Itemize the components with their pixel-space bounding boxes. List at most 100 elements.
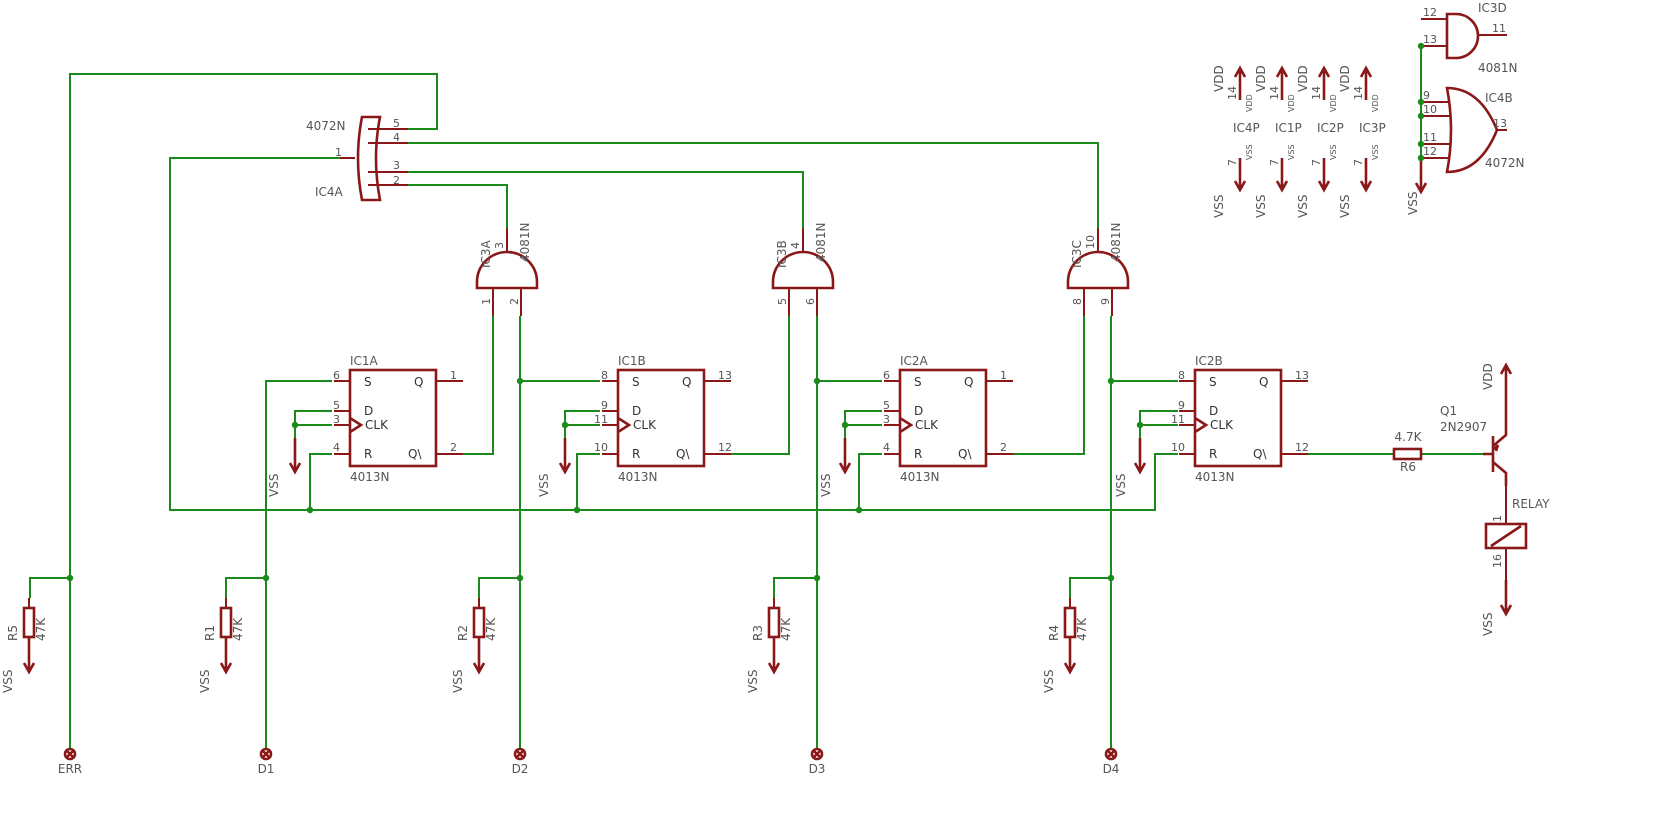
resistor-body	[219, 606, 233, 639]
part-name: IC4B	[1485, 91, 1513, 105]
and-gate-body	[771, 250, 835, 290]
pin-number: 7	[1226, 159, 1239, 166]
vss-arrow-icon	[1317, 158, 1331, 193]
vss-arrow-icon	[1275, 158, 1289, 193]
and-gate-leads	[1083, 228, 1113, 316]
part-name: Q1	[1440, 404, 1457, 418]
vss-arrow-icon	[1063, 637, 1077, 675]
and-gate-body	[1066, 250, 1130, 290]
vss-label: VSS	[1296, 195, 1310, 218]
vss-arrow-icon	[472, 637, 486, 675]
part-name: IC1B	[618, 354, 646, 368]
reset-taps	[309, 453, 882, 510]
resistor-body	[472, 606, 486, 639]
clock-marker	[617, 416, 632, 434]
pin-number: 6	[883, 369, 890, 382]
and-ic3c-out	[408, 142, 1099, 228]
pin-number: 12	[1423, 6, 1437, 19]
pin-number: 2	[508, 298, 521, 305]
and-gate-leads	[492, 228, 522, 316]
wires	[29, 46, 1483, 748]
transistor-arrow-icon	[1493, 444, 1500, 452]
r4-net	[1069, 577, 1111, 598]
pin-number: 1	[1491, 515, 1504, 522]
pin-number: 7	[1310, 159, 1323, 166]
pin-number: 4	[333, 441, 340, 454]
junction-dot	[1107, 377, 1115, 385]
vss-label: VSS	[267, 474, 281, 497]
vdd-arrow-icon	[1499, 362, 1513, 422]
pin-label: CLK	[365, 418, 389, 432]
part-name: IC3C	[1070, 240, 1084, 268]
d-clk-tie	[1139, 410, 1178, 438]
pin-label: CLK	[915, 418, 939, 432]
junction-dot	[855, 506, 863, 514]
pin-label: Q\	[676, 447, 690, 461]
d-clk-tie	[294, 410, 332, 438]
pin-label: VSS	[1245, 144, 1254, 160]
part-name: IC3P	[1359, 121, 1386, 135]
d-clk-tie	[844, 410, 882, 438]
part-value: 47K	[484, 617, 498, 641]
vdd-arrow-icon	[1359, 65, 1373, 100]
pin-number: 2	[393, 174, 400, 187]
pin-label: Q	[682, 375, 691, 389]
pin-number: 4	[393, 131, 400, 144]
flip-flop-leads	[334, 380, 463, 455]
connector-cross-icon	[1106, 749, 1116, 759]
vss-arrow-icon	[1499, 580, 1513, 617]
junction-dot	[813, 574, 821, 582]
pin-label: D	[364, 404, 373, 418]
pin-number: 8	[601, 369, 608, 382]
pin-number: 13	[1295, 369, 1309, 382]
and-gate-body	[1445, 12, 1480, 60]
pin-number: 7	[1352, 159, 1365, 166]
pin-number: 16	[1491, 554, 1504, 568]
pin-label: S	[1209, 375, 1217, 389]
d2-line	[519, 316, 600, 748]
vss-arrow-icon	[1133, 438, 1147, 475]
pin-number: 13	[1423, 33, 1437, 46]
connector-label: D1	[258, 762, 275, 776]
part-name: RELAY	[1512, 497, 1550, 511]
pin-number: 4	[883, 441, 890, 454]
pin-number: 6	[804, 298, 817, 305]
pin-label: VDD	[1287, 94, 1296, 112]
connector-cross-icon	[812, 749, 822, 759]
pin-number: 10	[1084, 235, 1097, 249]
part-value: 4081N	[1478, 61, 1518, 75]
connector-label: ERR	[58, 762, 82, 776]
resistor-body	[22, 606, 36, 639]
part-name: IC2B	[1195, 354, 1223, 368]
pin-number: 11	[1492, 22, 1506, 35]
pin-number: 12	[1423, 145, 1437, 158]
connector-pad	[63, 747, 77, 761]
part-value: 47K	[34, 617, 48, 641]
vss-label: VSS	[451, 670, 465, 693]
junction-dot	[1417, 154, 1425, 162]
pin-label: D	[1209, 404, 1218, 418]
relay-coil-slash	[1490, 524, 1522, 548]
clock-marker	[899, 416, 914, 434]
part-value: 4013N	[350, 470, 390, 484]
ic2a-qn	[1013, 316, 1085, 455]
pin-number: 9	[601, 399, 608, 412]
pin-number: 1	[450, 369, 457, 382]
junction-dot	[573, 506, 581, 514]
or-gate-leads	[1421, 101, 1507, 159]
connector-cross-icon	[515, 749, 525, 759]
and-gate-leads	[788, 228, 818, 316]
pin-label: Q\	[408, 447, 422, 461]
part-value: 4081N	[518, 222, 532, 262]
